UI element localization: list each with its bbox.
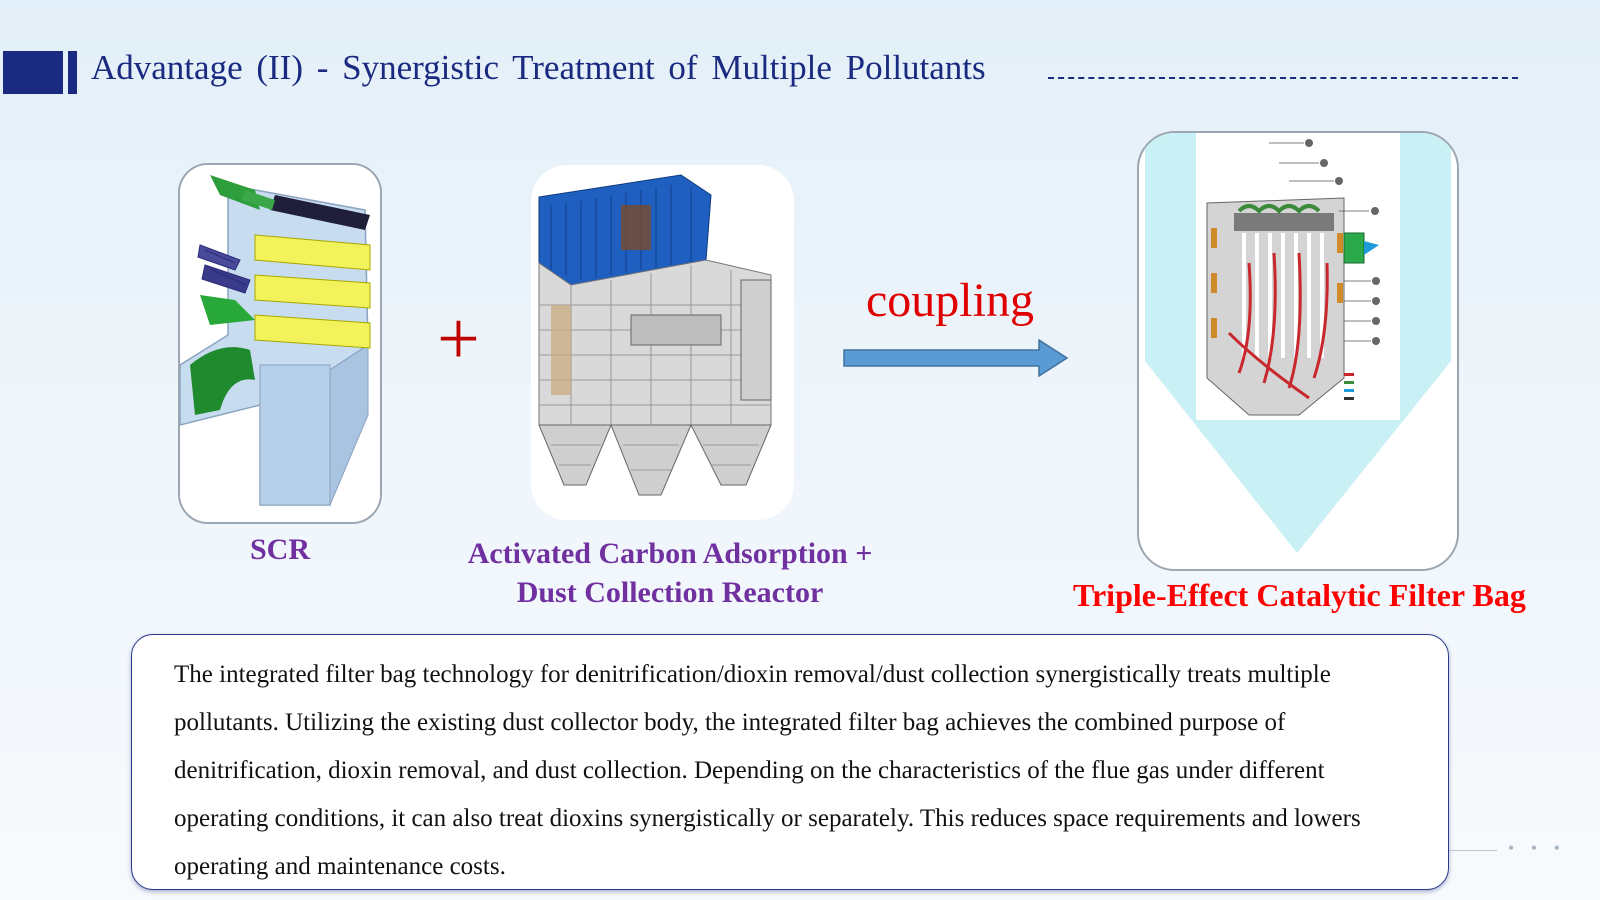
header-bar-accent — [68, 51, 77, 94]
scr-caption: SCR — [249, 533, 310, 566]
right-arrow-icon — [843, 339, 1069, 377]
plus-symbol: + — [437, 297, 480, 381]
filter-bag-caption: Triple-Effect Catalytic Filter Bag — [1073, 577, 1526, 613]
reactor-caption-line1: Activated Carbon Adsorption + — [467, 537, 873, 570]
scr-diagram — [178, 163, 382, 524]
coupling-label: coupling — [866, 274, 1034, 327]
description-text: The integrated filter bag technology for… — [174, 661, 1361, 880]
title-dashed-rule — [1048, 77, 1518, 79]
reactor-diagram — [531, 165, 794, 520]
page-title: Advantage (II) - Synergistic Treatment o… — [91, 48, 986, 87]
footer-dots: • • • — [1508, 838, 1566, 858]
header-block-accent — [3, 51, 63, 94]
footer-rule — [1449, 850, 1497, 851]
description-box: The integrated filter bag technology for… — [131, 634, 1449, 890]
reactor-caption-line2: Dust Collection Reactor — [516, 576, 824, 609]
filter-bag-diagram — [1137, 131, 1459, 571]
